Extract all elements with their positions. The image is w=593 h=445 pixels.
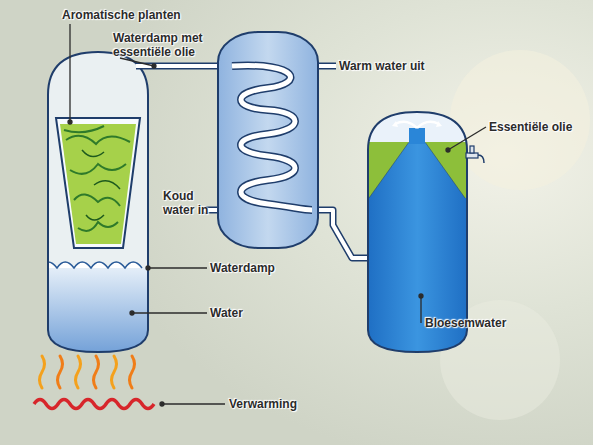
plant-leaves [64, 126, 130, 231]
leader-line [148, 267, 207, 268]
part-label: Waterdamp met essentiële olie [113, 31, 213, 59]
arrow-heads [392, 121, 442, 127]
water-surface [40, 262, 160, 268]
part-label: Water [210, 306, 243, 320]
flame [130, 356, 135, 388]
condenser [218, 32, 318, 248]
flame [76, 356, 81, 388]
tap-pipe [466, 153, 478, 158]
oil-tap [466, 146, 484, 163]
leader-line [420, 296, 421, 323]
aromatic-plants [60, 124, 136, 244]
funnel-edge [369, 142, 465, 198]
coil-outline [232, 66, 312, 210]
background-flower [450, 50, 590, 190]
overflow-arrows [395, 122, 439, 128]
leader-dot [152, 64, 156, 68]
separator-layers [360, 105, 475, 198]
part-label: Koud water in [163, 189, 218, 217]
leader-dot [146, 266, 150, 270]
leader-line [448, 127, 486, 150]
leader-lines [68, 24, 486, 406]
separator-neck [409, 128, 425, 144]
flame [58, 356, 63, 388]
leader-dot [130, 311, 134, 315]
tap-spout [478, 155, 484, 163]
leader-dot [446, 148, 450, 152]
condenser-coil [232, 66, 312, 210]
water-waves [40, 262, 142, 268]
leader-line [69, 24, 70, 122]
part-label: Verwarming [229, 397, 297, 411]
boiling-water [40, 268, 160, 368]
tap-handle [470, 146, 474, 153]
part-label: Warm water uit [339, 59, 425, 73]
coil-tube [232, 66, 312, 210]
plant-mass [60, 124, 136, 244]
heating-element [34, 400, 154, 409]
part-label: Bloesemwater [425, 316, 506, 330]
leader-line [132, 312, 207, 313]
heating-flames [40, 356, 135, 388]
flame [94, 356, 99, 388]
leader-dot [419, 294, 423, 298]
plant-basket [56, 118, 140, 248]
leader-line [120, 58, 154, 66]
leader-dot [160, 402, 164, 406]
flame [40, 356, 45, 388]
leader-line [162, 403, 225, 404]
part-label: Essentiële olie [489, 120, 572, 134]
outlet-pipe-outline [312, 210, 370, 258]
part-label: Waterdamp [210, 261, 275, 275]
outlet-pipe [312, 210, 370, 258]
plant-stems [82, 150, 120, 220]
vessel-outline [48, 52, 148, 352]
flame [112, 356, 117, 388]
leader-dot [68, 120, 72, 124]
part-label: Aromatische planten [62, 8, 181, 22]
